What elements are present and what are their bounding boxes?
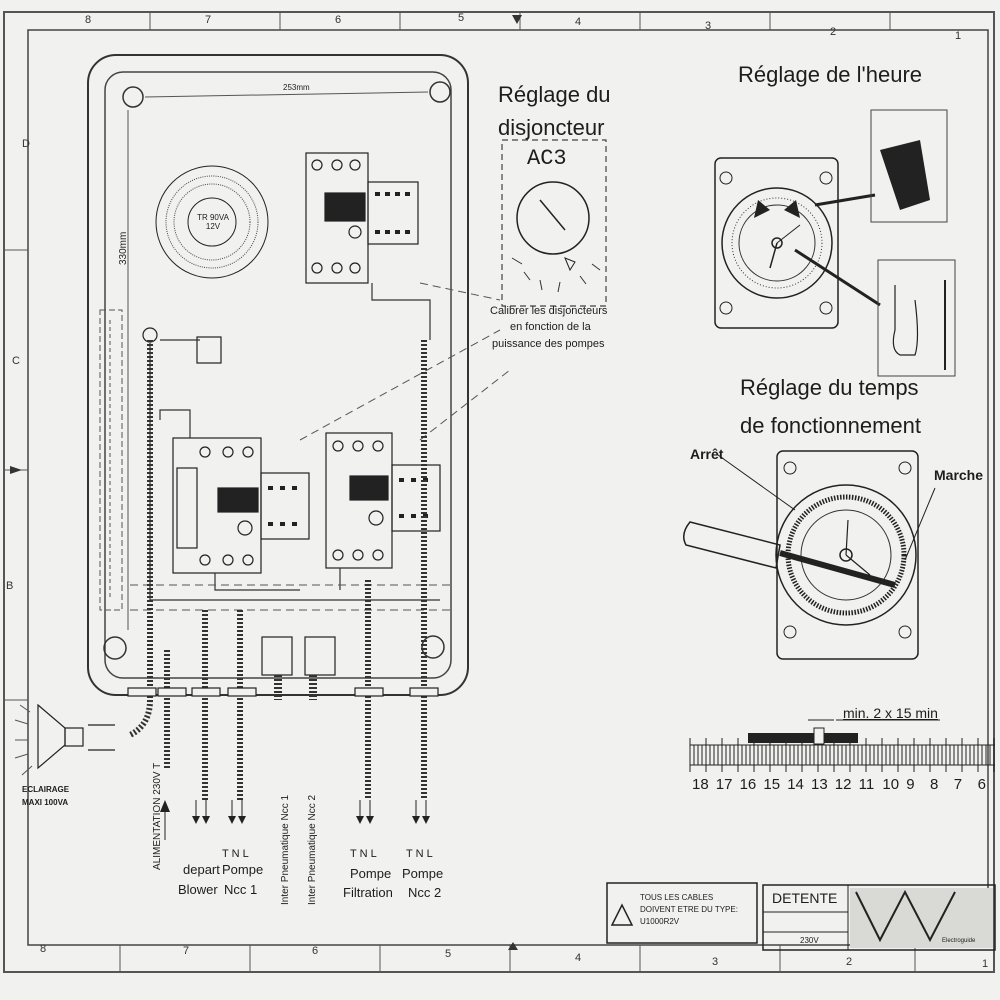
- scale-number: 10: [882, 776, 900, 793]
- breaker-note-line1: Calibrer les disjoncteurs: [490, 305, 608, 317]
- scale-number: 12: [834, 776, 852, 793]
- scale-number: 11: [858, 776, 875, 793]
- breaker-title-line1: Réglage du: [498, 82, 611, 107]
- warning-line2: DOIVENT ETRE DU TYPE:: [640, 905, 738, 914]
- breaker-note-line3: puissance des pompes: [492, 338, 605, 350]
- scale-number: 16: [739, 776, 757, 793]
- grid-bottom-1: 1: [982, 958, 989, 970]
- grid-bottom-8: 8: [40, 943, 47, 955]
- inter2-label: Inter Pneumatique Ncc 2: [307, 794, 318, 905]
- scale-number: 13: [811, 776, 828, 793]
- pump1-label-line1: Pompe: [222, 862, 264, 877]
- scale-number: 7: [953, 776, 963, 793]
- title-block-name: DETENTE: [772, 890, 838, 906]
- tnl-pump1: T N L: [222, 848, 249, 860]
- filtration-label-line1: Pompe: [350, 866, 392, 881]
- blower-label-line1: depart: [183, 862, 220, 877]
- breaker-class-label: AC3: [527, 146, 567, 171]
- grid-letter-c: C: [12, 355, 20, 367]
- breaker-title-line2: disjoncteur: [498, 115, 605, 140]
- lighting-label-line1: ECLAIRAGE: [22, 785, 70, 794]
- grid-bottom-6: 6: [312, 945, 319, 957]
- clock-title: Réglage de l'heure: [738, 62, 923, 87]
- warning-line1: TOUS LES CABLES: [640, 893, 714, 902]
- grid-bottom-7: 7: [183, 945, 190, 957]
- inter1-label: Inter Pneumatique Ncc 1: [280, 794, 291, 905]
- timer-title-line2: de fonctionnement: [740, 413, 922, 438]
- grid-bottom-5: 5: [445, 948, 452, 960]
- tnl-filtration: T N L: [350, 848, 377, 860]
- grid-top-3: 3: [705, 20, 712, 32]
- dimension-height: 330mm: [118, 231, 129, 265]
- tnl-pump2: T N L: [406, 848, 433, 860]
- scale-number: 15: [763, 776, 781, 793]
- timer-title-line1: Réglage du temps: [740, 375, 919, 400]
- grid-bottom-4: 4: [575, 952, 582, 964]
- scale-number: 18: [692, 776, 709, 793]
- scale-min-label: min. 2 x 15 min: [843, 705, 938, 721]
- scale-number: 6: [977, 776, 986, 793]
- grid-top-6: 6: [335, 14, 342, 26]
- dimension-width: 253mm: [283, 83, 310, 92]
- warning-line3: U1000R2V: [640, 917, 680, 926]
- grid-letter-b: B: [6, 580, 14, 592]
- blower-label-line2: Blower: [178, 882, 218, 897]
- grid-bottom-3: 3: [712, 956, 719, 968]
- breaker-note-line2: en fonction de la: [510, 321, 591, 333]
- scale-number: 8: [930, 776, 939, 793]
- grid-top-8: 8: [85, 14, 92, 26]
- pump2-label-line2: Ncc 2: [408, 885, 442, 900]
- scale-number: 17: [715, 776, 733, 793]
- grid-top-2: 2: [830, 26, 837, 38]
- lighting-label-line2: MAXI 100VA: [22, 798, 69, 807]
- grid-top-7: 7: [205, 14, 212, 26]
- pump1-label-line2: Ncc 1: [224, 882, 258, 897]
- timer-stop-label: Arrêt: [690, 446, 724, 462]
- grid-top-4: 4: [575, 16, 582, 28]
- grid-bottom-2: 2: [846, 956, 853, 968]
- filtration-label-line2: Filtration: [343, 885, 393, 900]
- supply-label: ALIMENTATION 230V T: [152, 762, 163, 870]
- transformer-label: TR 90VA 12V: [197, 213, 229, 231]
- grid-top-5: 5: [458, 12, 465, 24]
- title-block-voltage: 230V: [800, 936, 819, 945]
- grid-letter-d: D: [22, 138, 30, 150]
- scale-number: 14: [787, 776, 804, 793]
- scale-number: 9: [906, 776, 915, 793]
- grid-top-1: 1: [955, 30, 962, 42]
- title-block-logo-text: Electroguide: [942, 938, 976, 944]
- timer-run-label: Marche: [934, 467, 984, 483]
- pump2-label-line1: Pompe: [402, 866, 444, 881]
